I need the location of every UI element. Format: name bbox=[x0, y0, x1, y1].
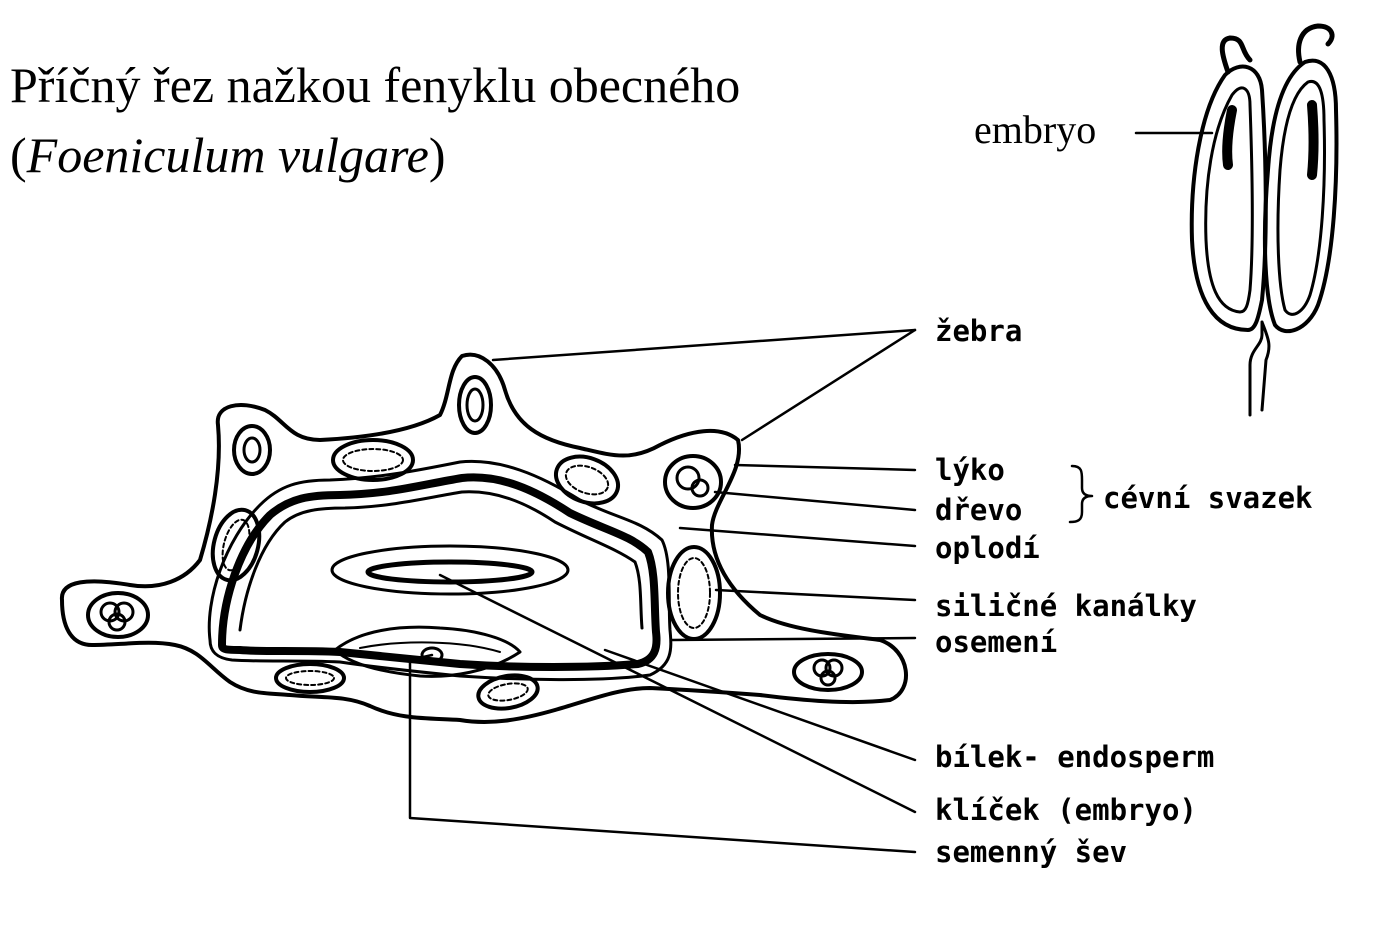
vascular-bundle-rib-right bbox=[663, 454, 723, 510]
latin-name: Foeniculum vulgare bbox=[26, 127, 429, 183]
vascular-bundle-rib-right-bottom bbox=[792, 652, 864, 692]
leader-lyko bbox=[733, 463, 917, 472]
leader-zebra-2 bbox=[740, 328, 917, 442]
vascular-bundle-rib-left-top bbox=[232, 424, 272, 476]
leader-zebra-1 bbox=[491, 328, 917, 362]
label-cevni-svazek: cévní svazek bbox=[1103, 481, 1313, 515]
leader-semenny-sev bbox=[408, 653, 917, 854]
oil-canal bbox=[274, 662, 346, 694]
endosperm-inner-line bbox=[238, 490, 644, 632]
label-klicek: klíček (embryo) bbox=[935, 793, 1197, 827]
vascular-bundle-rib-left bbox=[86, 591, 150, 639]
fruit-drawing bbox=[1134, 23, 1339, 417]
label-drevo: dřevo bbox=[935, 493, 1023, 527]
pericarp-outline bbox=[59, 352, 908, 724]
oil-canal bbox=[331, 438, 415, 482]
leader-lines bbox=[408, 328, 917, 854]
label-zebra: žebra bbox=[935, 314, 1023, 348]
seed-coat-outline bbox=[207, 459, 673, 682]
latin-name-line: (Foeniculum vulgare) bbox=[10, 130, 446, 180]
leader-bilek bbox=[603, 648, 917, 762]
leader-oplodi bbox=[678, 526, 917, 548]
label-bilek-endosperm: bílek- endosperm bbox=[935, 740, 1215, 774]
label-silicne-kanalky: siličné kanálky bbox=[935, 589, 1197, 623]
vascular-bundle-rib-top bbox=[457, 375, 493, 435]
embryo-outer bbox=[330, 544, 570, 596]
raphe-inner-line bbox=[359, 641, 501, 653]
oil-canal bbox=[666, 545, 722, 641]
oil-canal bbox=[476, 673, 540, 711]
paren-open: ( bbox=[10, 127, 27, 183]
page-title: Příčný řez nažkou fenyklu obecného bbox=[10, 57, 741, 113]
label-oplodi: oplodí bbox=[935, 531, 1040, 565]
oil-canal bbox=[554, 454, 620, 506]
leader-klicek bbox=[438, 573, 917, 814]
embryo-inner bbox=[365, 559, 535, 585]
label-lyko: lýko bbox=[935, 453, 1005, 487]
oil-canal bbox=[210, 507, 262, 583]
raphe-bundle bbox=[420, 646, 444, 664]
brace-cevni-svazek bbox=[1068, 464, 1094, 524]
leader-silicne bbox=[714, 588, 917, 602]
label-embryo: embryo bbox=[974, 107, 1097, 152]
label-semenny-sev: semenný šev bbox=[935, 835, 1128, 869]
label-osemeni: osemení bbox=[935, 625, 1058, 659]
raphe-outline bbox=[333, 625, 522, 678]
leader-osemeni bbox=[670, 636, 917, 642]
leader-drevo bbox=[713, 490, 917, 512]
endosperm-outline bbox=[218, 473, 661, 671]
paren-close: ) bbox=[428, 127, 446, 183]
